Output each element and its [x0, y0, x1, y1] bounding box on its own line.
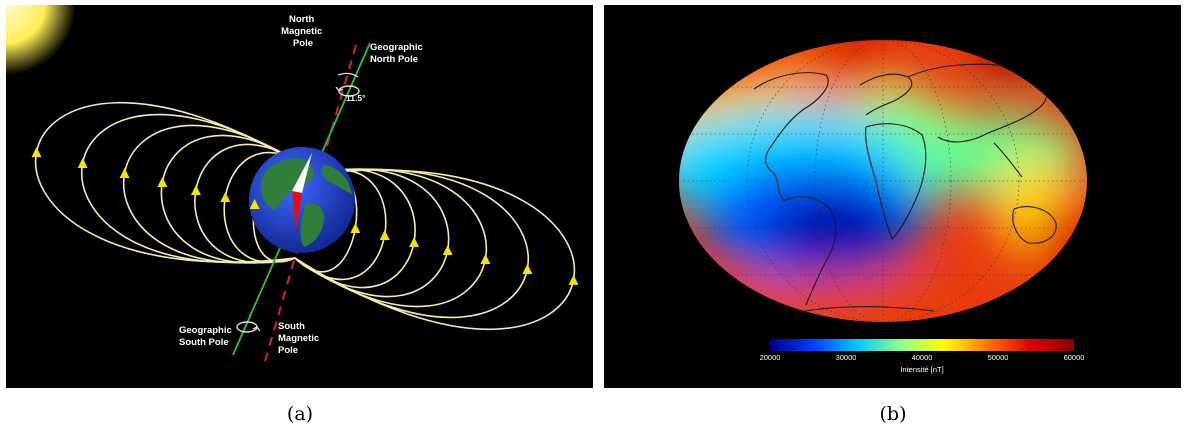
field-direction-arrow: [157, 177, 168, 188]
field-direction-arrow: [77, 158, 88, 169]
colorbar-tick: 50000: [988, 353, 1009, 362]
colorbar-tick: 60000: [1064, 353, 1085, 362]
compass-north-needle: [292, 153, 312, 193]
south-rotation-arrow: [236, 321, 261, 333]
caption-b: (b): [879, 403, 907, 425]
coastlines: [753, 63, 1057, 314]
field-direction-arrow: [190, 185, 201, 196]
colorbar-tick: 20000: [760, 353, 781, 362]
sun: [6, 5, 76, 75]
field-direction-arrow: [379, 229, 390, 240]
field-direction-arrow: [522, 263, 533, 274]
field-direction-arrow: [480, 253, 491, 264]
caption-a: (a): [286, 403, 314, 425]
geographic-north-pole-label: Geographic North Pole: [370, 42, 425, 65]
earth: [249, 147, 355, 253]
magnetic-field-diagram: North Magnetic Pole Geographic North Pol…: [6, 5, 593, 388]
field-direction-arrow: [350, 222, 361, 233]
field-direction-arrow: [409, 236, 420, 247]
graticule: [679, 40, 1087, 322]
magnetic-field-svg: North Magnetic Pole Geographic North Pol…: [6, 5, 579, 366]
field-direction-arrow: [442, 244, 453, 255]
colorbar: 20000 30000 40000 50000 60000 Intensité …: [760, 339, 1085, 374]
magnetic-intensity-map: 20000 30000 40000 50000 60000 Intensité …: [604, 5, 1181, 388]
intensity-map-svg: 20000 30000 40000 50000 60000 Intensité …: [679, 40, 1087, 374]
south-magnetic-pole-label: South Magnetic Pole: [278, 321, 322, 356]
field-direction-arrow: [249, 199, 260, 210]
colorbar-tick: 40000: [912, 353, 933, 362]
north-magnetic-pole-label: North Magnetic Pole: [281, 14, 325, 49]
field-direction-arrow: [31, 147, 42, 158]
field-direction-arrow: [568, 274, 579, 285]
geographic-south-pole-label: Geographic South Pole: [179, 325, 234, 348]
angle-label: 11.5°: [346, 93, 366, 103]
colorbar-tick: 30000: [836, 353, 857, 362]
colorbar-label: Intensité [nT]: [900, 365, 943, 374]
field-direction-arrow: [220, 192, 231, 203]
angle-arc: [337, 72, 359, 78]
compass-south-needle: [292, 191, 302, 231]
north-rotation-arrow: [335, 85, 360, 97]
field-direction-arrow: [119, 168, 130, 179]
intensity-field: [679, 40, 1087, 322]
